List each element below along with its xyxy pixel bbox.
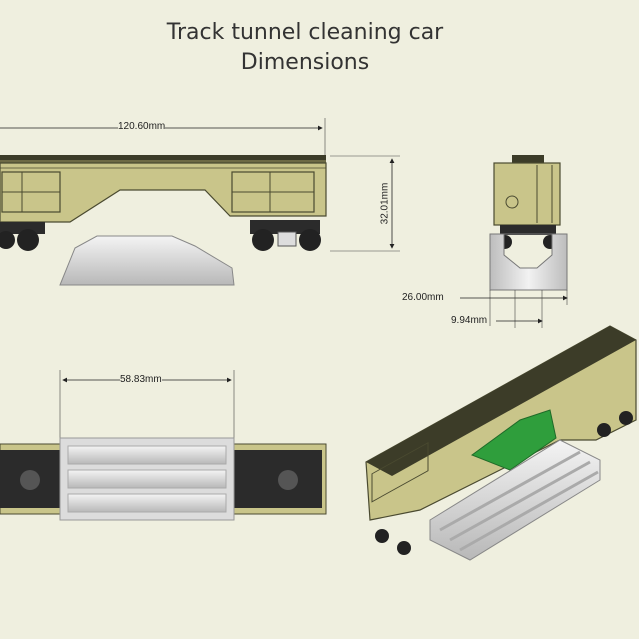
- overall-length-label: 120.60mm: [118, 121, 166, 132]
- height-label: 32.01mm: [379, 182, 391, 225]
- bottom-view: [0, 370, 327, 521]
- green-mount: [470, 409, 557, 471]
- width-label: 26.00mm: [402, 292, 444, 303]
- car-end: [493, 162, 561, 226]
- end-view: [460, 155, 568, 328]
- wheel: [252, 229, 274, 251]
- drawing-title: Track tunnel cleaning car Dimensions: [0, 18, 610, 78]
- isometric-view: [365, 325, 637, 561]
- title-line-1: Track tunnel cleaning car: [166, 20, 444, 45]
- side-view: [0, 118, 400, 286]
- cleaning-pad-side: [59, 235, 235, 286]
- wheel: [17, 229, 39, 251]
- slot-width-label: 9.94mm: [451, 315, 488, 326]
- cleaner-length-label: 58.83mm: [120, 374, 162, 385]
- wheel: [299, 229, 321, 251]
- title-line-2: Dimensions: [240, 50, 370, 75]
- car-roof: [0, 155, 326, 163]
- cleaning-pad-end: [489, 233, 568, 291]
- iso-cleaning-pad: [429, 439, 601, 561]
